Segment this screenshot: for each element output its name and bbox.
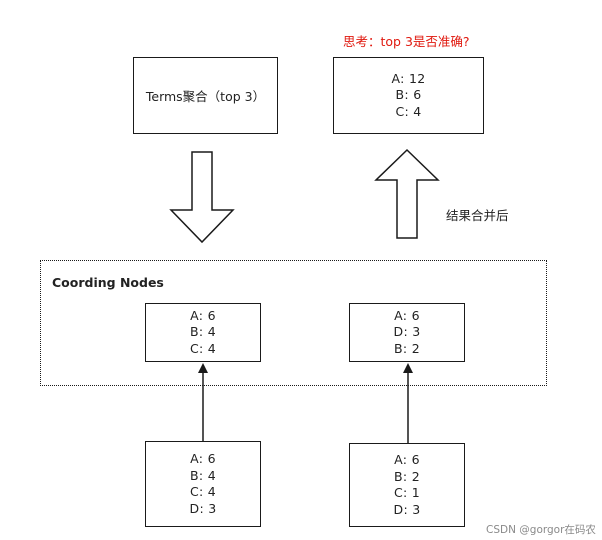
shard-right-box: A: 6 B: 2 C: 1 D: 3 — [349, 443, 465, 527]
shard-right-line: B: 2 — [394, 468, 420, 484]
merge-label: 结果合并后 — [446, 208, 509, 223]
shard-right-line: D: 3 — [393, 501, 421, 517]
shard-left-line: D: 3 — [189, 500, 217, 516]
watermark: CSDN @gorgor在码农 — [486, 524, 596, 536]
shard-right-line: C: 1 — [393, 485, 421, 500]
coordinating-nodes-frame — [40, 260, 547, 386]
shard-left-line: B: 4 — [190, 467, 216, 483]
terms-aggregation-label: Terms聚合（top 3） — [145, 89, 266, 104]
shard-left-line: C: 4 — [189, 484, 217, 499]
up-block-arrow — [374, 148, 440, 239]
coord-right-line: A: 6 — [394, 307, 420, 323]
terms-aggregation-box: Terms聚合（top 3） — [133, 57, 278, 134]
coordinating-nodes-title: Coording Nodes — [52, 275, 164, 290]
shard-right-line: A: 6 — [394, 452, 420, 467]
question-note: 思考：top 3是否准确? — [343, 34, 470, 49]
coord-left-line: A: 6 — [190, 307, 216, 323]
coordinating-left-box: A: 6 B: 4 C: 4 — [145, 303, 261, 362]
result-line: B: 6 — [395, 87, 422, 103]
coordinating-right-box: A: 6 D: 3 B: 2 — [349, 303, 465, 362]
merged-result-box: A: 12 B: 6 C: 4 — [333, 57, 484, 134]
coord-right-line: D: 3 — [393, 324, 421, 340]
shard-left-box: A: 6 B: 4 C: 4 D: 3 — [145, 441, 261, 527]
result-line: A: 12 — [391, 70, 426, 86]
down-block-arrow — [169, 151, 235, 244]
shard-left-line: A: 6 — [190, 451, 216, 466]
result-line: C: 4 — [395, 103, 422, 119]
coord-left-line: C: 4 — [189, 340, 217, 356]
coord-right-line: B: 2 — [394, 340, 420, 356]
coord-left-line: B: 4 — [190, 324, 216, 340]
